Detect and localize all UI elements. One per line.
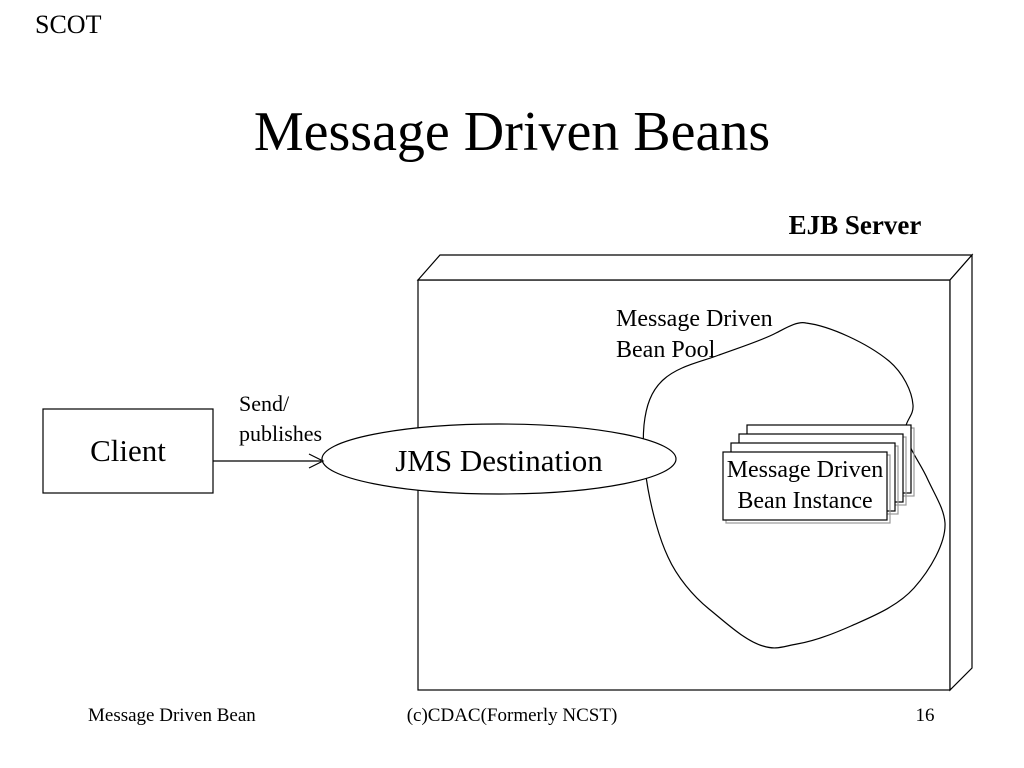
send-publishes-label: Send/ publishes [239, 391, 323, 446]
send-arrow [213, 453, 325, 469]
bean-pool-label: Message Driven Bean Pool [616, 306, 773, 363]
footer-title: Message Driven Bean [88, 705, 256, 726]
jms-destination-label: JMS Destination [395, 443, 603, 478]
ejb-server-right-face [949, 253, 973, 692]
brand-text: SCOT [35, 10, 102, 39]
ejb-server-label: EJB Server [788, 210, 922, 240]
jms-destination-ellipse [321, 423, 677, 495]
ejb-server-top-face [416, 254, 974, 281]
slide-title: Message Driven Beans [253, 101, 771, 163]
client-box [42, 408, 214, 494]
bean-instance-stack [722, 424, 915, 524]
bean-instance-card-front [722, 451, 888, 521]
send-arrow-head [308, 453, 325, 469]
footer-page-number: 16 [915, 705, 935, 726]
client-label: Client [90, 433, 166, 468]
bean-instance-label: Message Driven Bean Instance [726, 457, 884, 514]
footer-copyright: (c)CDAC(Formerly NCST) [406, 705, 618, 726]
